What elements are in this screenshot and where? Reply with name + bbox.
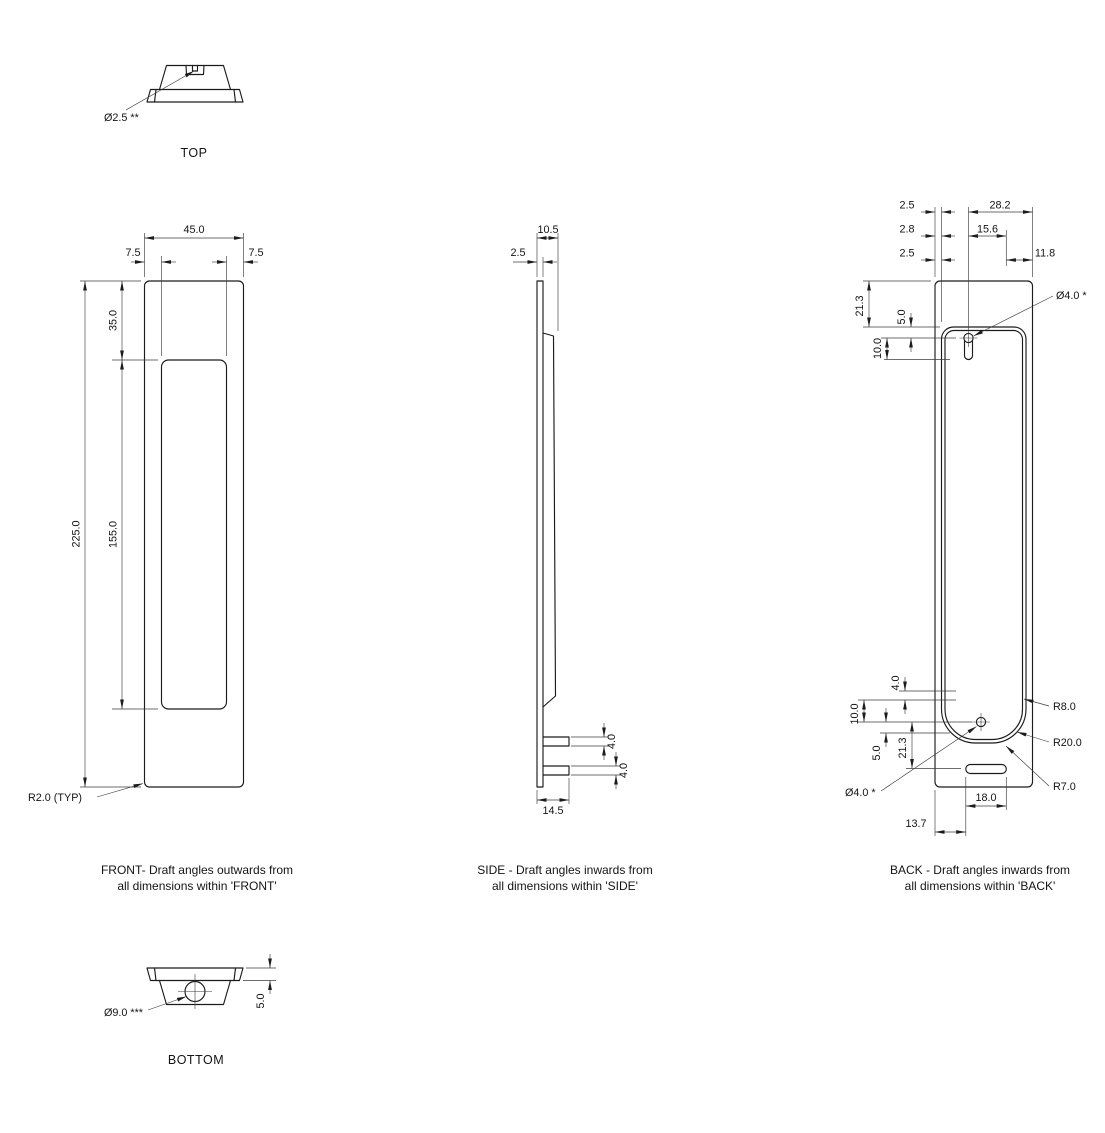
dim-back-row1-right: 28.2 [989,200,1010,212]
dim-back-lower-1: 4.0 [890,675,902,690]
side-view-outline [536,280,570,788]
dim-front-margin-right: 7.5 [248,247,263,259]
dim-side-bottom-depth: 14.5 [542,805,563,817]
dim-side-overall-depth: 10.5 [537,224,558,236]
dim-front-recess-top-offset: 35.0 [108,310,120,331]
dim-back-row3-left: 2.5 [899,248,914,260]
top-view-outline [146,64,244,103]
back-view-caption-line1: BACK - Draft angles inwards from [890,863,1070,877]
back-view: 2.5 28.2 2.8 15.6 2.5 11.8 Ø4.0 * 21.3 5… [845,200,1087,894]
dim-front-overall-height: 225.0 [71,520,83,547]
bottom-view: 5.0 Ø9.0 *** BOTTOM [104,954,276,1067]
dim-front-recess-height: 155.0 [108,521,120,548]
dim-back-hole-bottom: Ø4.0 * [845,787,876,799]
bottom-view-dimension-lines [147,954,272,1011]
dim-back-row2-right: 15.6 [977,224,998,236]
dim-back-upper-3: 10.0 [872,338,884,359]
bottom-view-extension-lines [243,967,276,981]
side-view: 10.5 2.5 4.0 4.0 14.5 SIDE - Draft angle… [477,224,652,893]
dim-back-lower-3: 5.0 [871,745,883,760]
back-cup-inner [944,329,1024,741]
dim-side-tab-upper: 4.0 [606,734,618,749]
dim-back-lower-4: 21.3 [897,737,909,758]
dim-back-radius-3: R7.0 [1053,781,1076,793]
front-recess-outline [160,359,228,710]
side-view-dimension-lines [513,236,618,802]
front-view-caption-line2: all dimensions within 'FRONT' [117,879,276,893]
front-view-outline [143,280,245,788]
dim-front-corner-radius: R2.0 (TYP) [28,792,82,804]
dim-side-plate-thickness: 2.5 [510,247,525,259]
dim-back-slot-offset: 13.7 [905,818,926,830]
dim-back-row3-right: 11.8 [1035,248,1055,260]
back-plate-outline [934,280,1034,788]
back-view-dimension-lines [862,210,1054,834]
back-view-outline [934,280,1034,788]
back-view-centerlines [959,329,990,731]
top-view-leaders [125,70,195,111]
dim-side-tab-lower: 4.0 [618,763,630,778]
dim-front-width: 45.0 [183,224,204,236]
dim-back-radius-1: R8.0 [1053,701,1076,713]
dim-top-hole-dia: Ø2.5 ** [104,112,140,124]
back-cup-outer [940,326,1027,744]
dim-back-hole-top: Ø4.0 * [1056,290,1087,302]
dim-bottom-hole-dia: Ø9.0 *** [104,1007,144,1019]
dim-front-margin-left: 7.5 [125,247,140,259]
back-view-extension-lines [858,207,1033,836]
dim-back-slot-width: 18.0 [975,792,996,804]
back-keyhole-slot-top [963,340,974,361]
dim-bottom-boss-height: 5.0 [255,993,267,1008]
back-view-caption-line2: all dimensions within 'BACK' [905,879,1056,893]
side-view-extension-lines [536,233,621,804]
bottom-view-label: BOTTOM [168,1053,224,1067]
dim-back-radius-2: R20.0 [1053,737,1082,749]
dim-back-upper-2: 5.0 [896,309,908,324]
dim-back-row1-left: 2.5 [899,200,914,212]
bottom-view-centerlines [178,974,212,1009]
front-view-dimension-lines [83,236,258,798]
top-view: Ø2.5 ** TOP [104,64,244,160]
side-view-caption-line1: SIDE - Draft angles inwards from [477,863,652,877]
top-view-label: TOP [181,146,208,160]
dim-back-upper-1: 21.3 [854,295,866,316]
back-bottom-slot [965,763,1007,775]
dim-back-row2-left: 2.8 [899,224,914,236]
side-view-caption-line2: all dimensions within 'SIDE' [492,879,638,893]
dim-back-lower-2: 10.0 [849,703,861,724]
front-plate-outline [143,280,245,788]
front-view: 45.0 7.5 7.5 35.0 155.0 225.0 R2.0 (TYP)… [28,224,293,893]
front-view-caption-line1: FRONT- Draft angles outwards from [101,863,293,877]
